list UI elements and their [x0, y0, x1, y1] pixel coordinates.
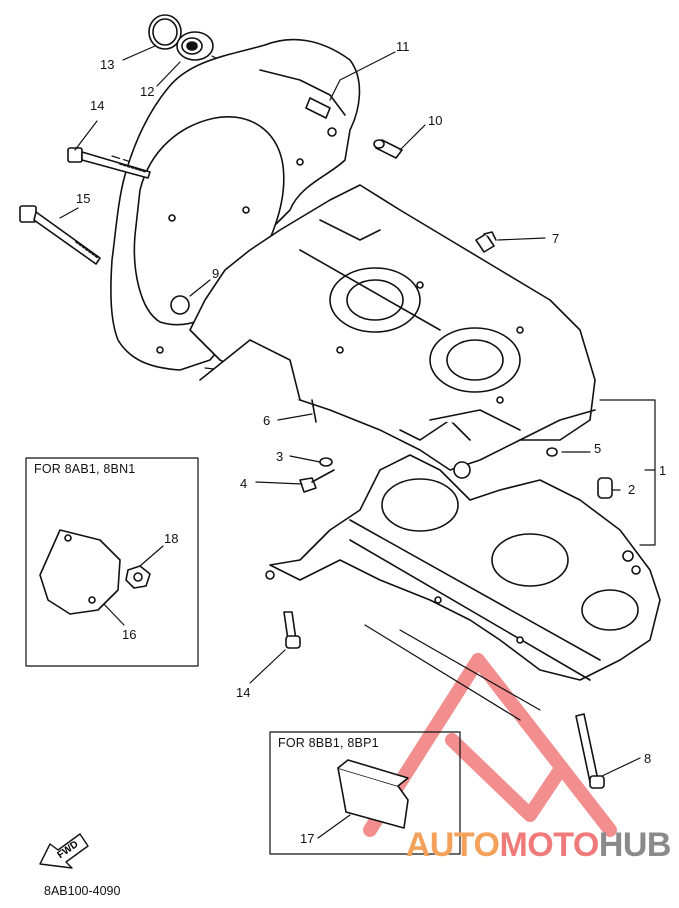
watermark-part-2: MOTO — [499, 826, 599, 864]
circlip-13 — [148, 14, 182, 50]
cover-16 — [39, 529, 121, 615]
fwd-arrow-icon — [39, 833, 89, 869]
plate-17 — [337, 759, 409, 829]
callout-18: 18 — [164, 531, 179, 546]
watermark-part-3: HUB — [598, 826, 672, 864]
callout-12: 12 — [140, 84, 155, 99]
callout-9: 9 — [212, 266, 220, 281]
bolt-4 — [299, 469, 335, 493]
washer-3 — [319, 457, 333, 467]
leader-lines — [59, 45, 656, 839]
inset-box-bottom — [269, 731, 461, 855]
callout-13: 13 — [100, 57, 115, 72]
nut-18 — [125, 565, 151, 589]
reference-code: 8AB100-4090 — [44, 884, 121, 898]
callout-1: 1 — [659, 463, 667, 478]
callout-17: 17 — [300, 831, 315, 846]
callout-16: 16 — [122, 627, 137, 642]
inset-label-bottom: FOR 8BB1, 8BP1 — [278, 736, 379, 750]
upper-crankcase — [189, 184, 596, 479]
inset-box-top — [25, 457, 199, 667]
callout-10: 10 — [428, 113, 443, 128]
callout-5: 5 — [594, 441, 602, 456]
callout-8: 8 — [644, 751, 652, 766]
callout-14-top: 14 — [90, 98, 105, 113]
bolt-8 — [575, 713, 605, 789]
bolt-14-lower — [283, 611, 301, 649]
callout-4: 4 — [240, 476, 248, 491]
callout-15: 15 — [76, 191, 91, 206]
lower-crankcase — [265, 454, 661, 681]
watermark-part-1: AUTO — [405, 826, 500, 864]
callout-2: 2 — [628, 482, 636, 497]
inset-label-top: FOR 8AB1, 8BN1 — [34, 462, 136, 476]
stud-7 — [475, 231, 497, 253]
bolt-14-top — [67, 147, 151, 179]
pin-6 — [311, 399, 317, 423]
dowel-5 — [546, 447, 558, 457]
bearing-12 — [176, 31, 214, 61]
callout-6: 6 — [263, 413, 271, 428]
watermark-text: AUTOMOTOHUB — [405, 826, 672, 865]
dowel-pin-10 — [373, 139, 403, 159]
bolt-15 — [19, 205, 101, 265]
callout-11: 11 — [396, 39, 410, 54]
callout-7: 7 — [552, 231, 560, 246]
plug-2 — [597, 477, 613, 499]
callout-14-lower: 14 — [236, 685, 251, 700]
callout-3: 3 — [276, 449, 284, 464]
